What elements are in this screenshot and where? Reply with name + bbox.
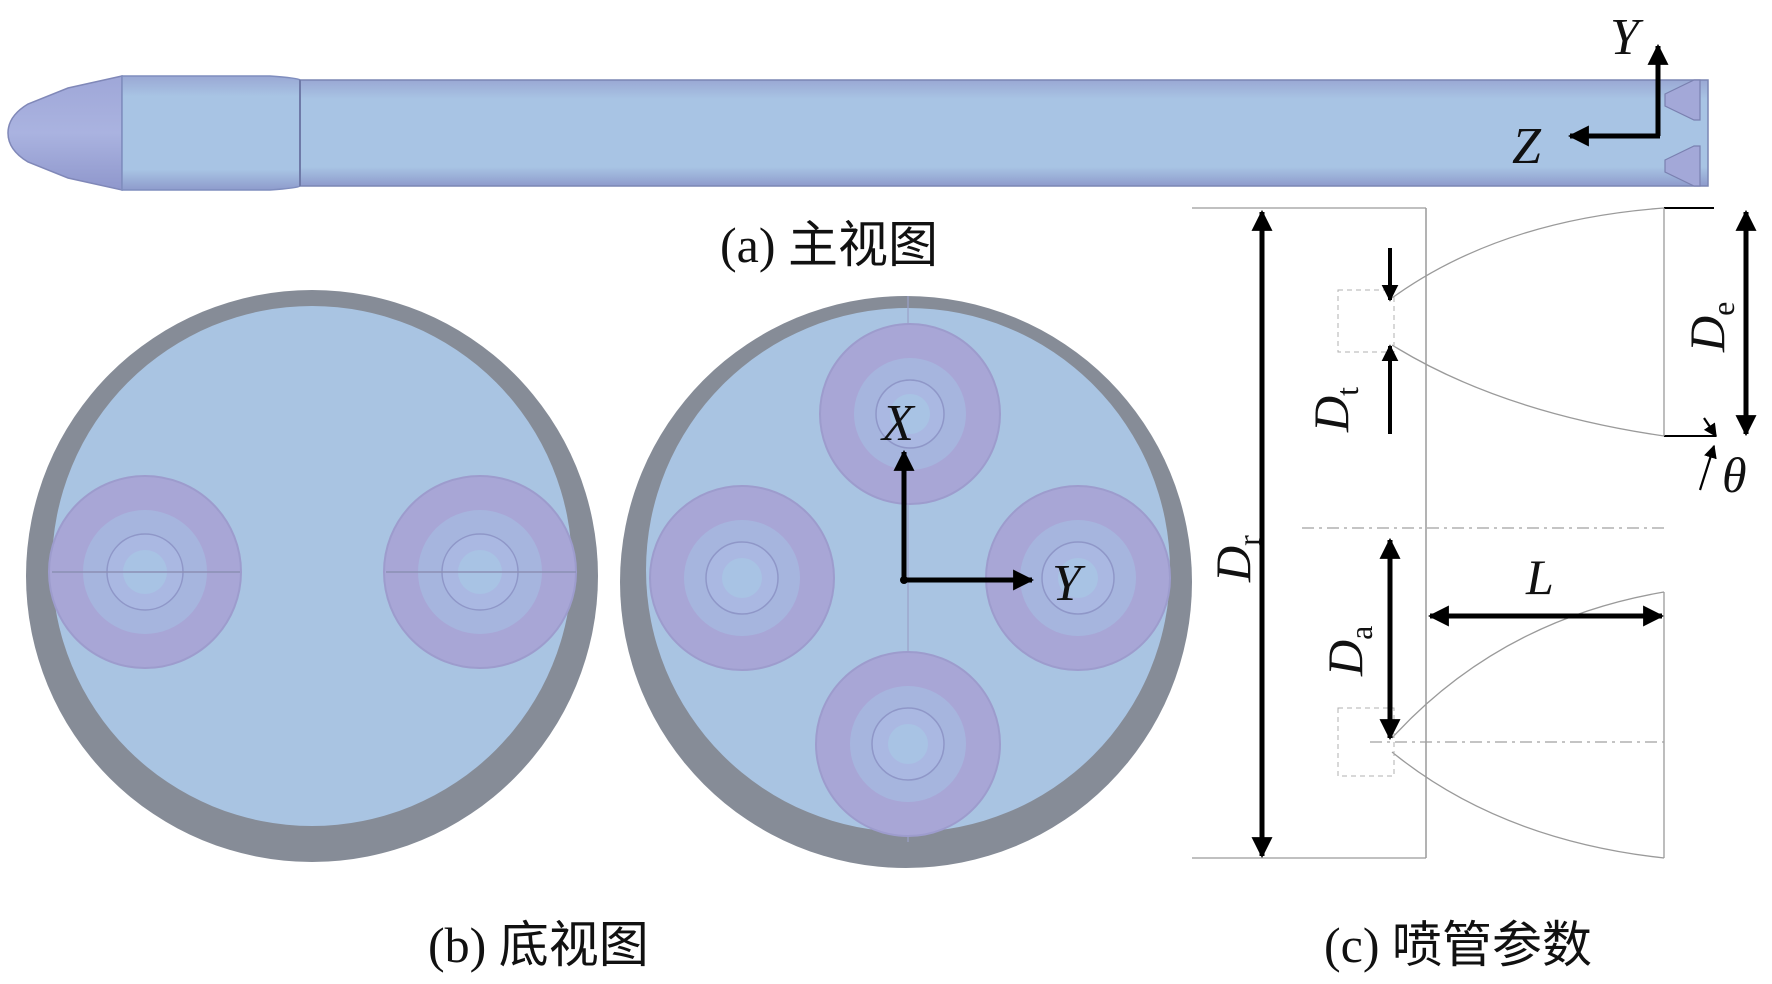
de-label: De xyxy=(1679,302,1741,353)
bottom-y-label: Y xyxy=(1052,555,1086,612)
front-view-caption: (a) 主视图 xyxy=(720,217,938,273)
bottom-x-label: X xyxy=(880,395,916,452)
nozzle-top xyxy=(819,323,1001,505)
nozzle-left xyxy=(48,475,242,669)
forward-section xyxy=(121,75,301,191)
nose-cone xyxy=(7,75,123,191)
front-z-label: Z xyxy=(1512,118,1542,175)
nozzle-bottom xyxy=(815,651,1001,837)
lower-nozzle xyxy=(1664,145,1701,187)
upper-nozzle xyxy=(1664,79,1701,121)
nozzle-right xyxy=(985,485,1171,671)
dr-label: Dr xyxy=(1205,535,1267,583)
bottom-view-two-nozzles xyxy=(26,290,598,862)
bottom-view-four-nozzles: X Y xyxy=(620,296,1192,868)
nozzle-params-caption: (c) 喷管参数 xyxy=(1324,917,1592,973)
base-plate xyxy=(52,306,572,826)
l-label: L xyxy=(1525,549,1554,605)
nozzle-parameters-diagram: Dr Dt De Da L θ xyxy=(1192,207,1757,859)
bottom-view-caption: (b) 底视图 xyxy=(428,917,649,973)
theta-label: θ xyxy=(1722,447,1747,503)
nozzle-left xyxy=(649,485,835,671)
da-label: Da xyxy=(1317,626,1379,677)
dt-label: Dt xyxy=(1303,387,1365,433)
front-view: Y Z (a) 主视图 xyxy=(7,9,1709,273)
main-body-tube xyxy=(299,79,1709,187)
front-y-label: Y xyxy=(1610,9,1644,66)
nozzle-right xyxy=(383,475,577,669)
